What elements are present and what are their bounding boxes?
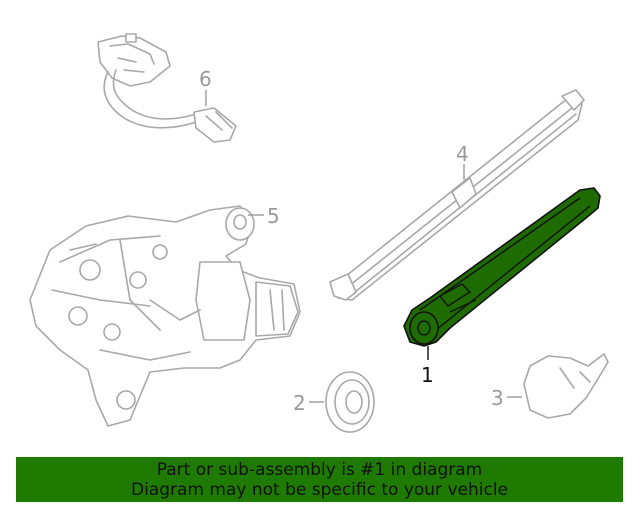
callout-4: 4	[456, 142, 469, 166]
callout-6: 6	[199, 67, 212, 91]
callout-3: 3	[491, 386, 504, 410]
part-1-wiper-arm[interactable]	[403, 187, 601, 347]
banner-line-2: Diagram may not be specific to your vehi…	[130, 479, 508, 500]
callout-5: 5	[267, 204, 280, 228]
part-2-grommet[interactable]	[325, 371, 375, 433]
part-6-wiring-harness[interactable]	[97, 33, 237, 143]
part-4-wiper-blade[interactable]	[329, 89, 585, 301]
callout-1: 1	[421, 363, 434, 387]
part-5-wiper-motor[interactable]	[29, 205, 301, 427]
info-banner: Part or sub-assembly is #1 in diagram Di…	[16, 457, 623, 502]
parts-diagram: 6 4 5 1	[29, 33, 609, 433]
callout-2: 2	[293, 391, 306, 415]
banner-line-1: Part or sub-assembly is #1 in diagram	[156, 459, 483, 480]
part-3-pivot-cap[interactable]	[523, 353, 609, 419]
